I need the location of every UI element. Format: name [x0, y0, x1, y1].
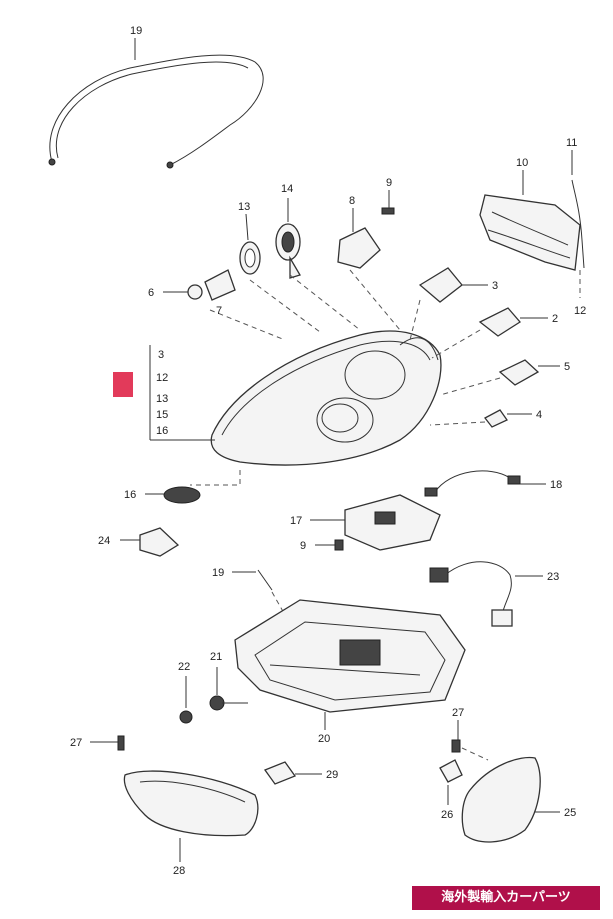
callout-24: 24	[98, 535, 110, 547]
hose-part	[571, 150, 585, 298]
stack-callout-3: 3	[158, 349, 164, 361]
callout-3: 3	[492, 280, 498, 292]
turn-signal-25-part	[461, 756, 560, 843]
callout-5: 5	[564, 361, 570, 373]
callout-4: 4	[536, 409, 542, 421]
callout-2: 2	[552, 313, 558, 325]
screw-27-left-part	[90, 735, 125, 751]
callout-10: 10	[516, 157, 528, 169]
cable-23-part	[429, 561, 543, 627]
stack-callout-13: 13	[156, 393, 168, 405]
callout-18: 18	[550, 479, 562, 491]
callout-14: 14	[281, 183, 293, 195]
callout-25: 25	[564, 807, 576, 819]
fog-lamp-28-part	[123, 770, 259, 862]
bulb-cover-14-part	[275, 198, 301, 279]
callout-12: 12	[574, 305, 586, 317]
screw-19-part	[232, 569, 286, 616]
callout-16: 16	[124, 489, 136, 501]
callout-19-lower: 19	[212, 567, 224, 579]
callout-19: 19	[130, 25, 142, 37]
callout-20: 20	[318, 733, 330, 745]
callout-27-right: 27	[452, 707, 464, 719]
callout-6: 6	[148, 287, 154, 299]
callout-23: 23	[547, 571, 559, 583]
watermark-banner: 海外製輸入カーパーツ	[412, 886, 600, 910]
stack-callout-15: 15	[156, 409, 168, 421]
bulb-cap-13-part	[239, 213, 261, 275]
screw-27-right-part	[451, 720, 489, 761]
gasket-24-part	[120, 527, 180, 557]
mounting-tray-20-part	[234, 599, 466, 730]
callout-26: 26	[441, 809, 453, 821]
bulb-8-left-part	[163, 269, 236, 301]
callout-9-lower: 9	[300, 540, 306, 552]
nut-22-part	[179, 676, 193, 724]
bulb-5-part	[498, 359, 560, 386]
callout-8-upper: 8	[349, 195, 355, 207]
cable-18-part	[424, 470, 546, 497]
fog-bulb-29-part	[263, 761, 322, 785]
callout-22: 22	[178, 661, 190, 673]
harness-loop-part	[48, 54, 264, 169]
callout-13: 13	[238, 201, 250, 213]
bulb-4-part	[484, 409, 532, 428]
callout-7: 7	[216, 305, 222, 317]
bolt-21-part	[209, 667, 248, 711]
headlight-housing-part	[210, 330, 442, 466]
stack-callout-16: 16	[156, 425, 168, 437]
stack-callout-12: 12	[156, 372, 168, 384]
callout-21: 21	[210, 651, 222, 663]
bulb-26-part	[439, 759, 463, 805]
callout-27-left: 27	[70, 737, 82, 749]
highlight-marker	[113, 372, 133, 397]
actuator-8-part	[337, 190, 395, 269]
callout-28: 28	[173, 865, 185, 877]
callout-11: 11	[566, 137, 577, 149]
callout-29: 29	[326, 769, 338, 781]
xenon-bulb-2-part	[478, 307, 548, 337]
adjuster-gear-16-part	[145, 486, 201, 504]
bulb-3-part	[418, 267, 488, 303]
callout-17: 17	[290, 515, 302, 527]
washer-cover-part	[479, 194, 581, 271]
ballast-17-part	[310, 494, 441, 551]
callout-9-upper: 9	[386, 177, 392, 189]
